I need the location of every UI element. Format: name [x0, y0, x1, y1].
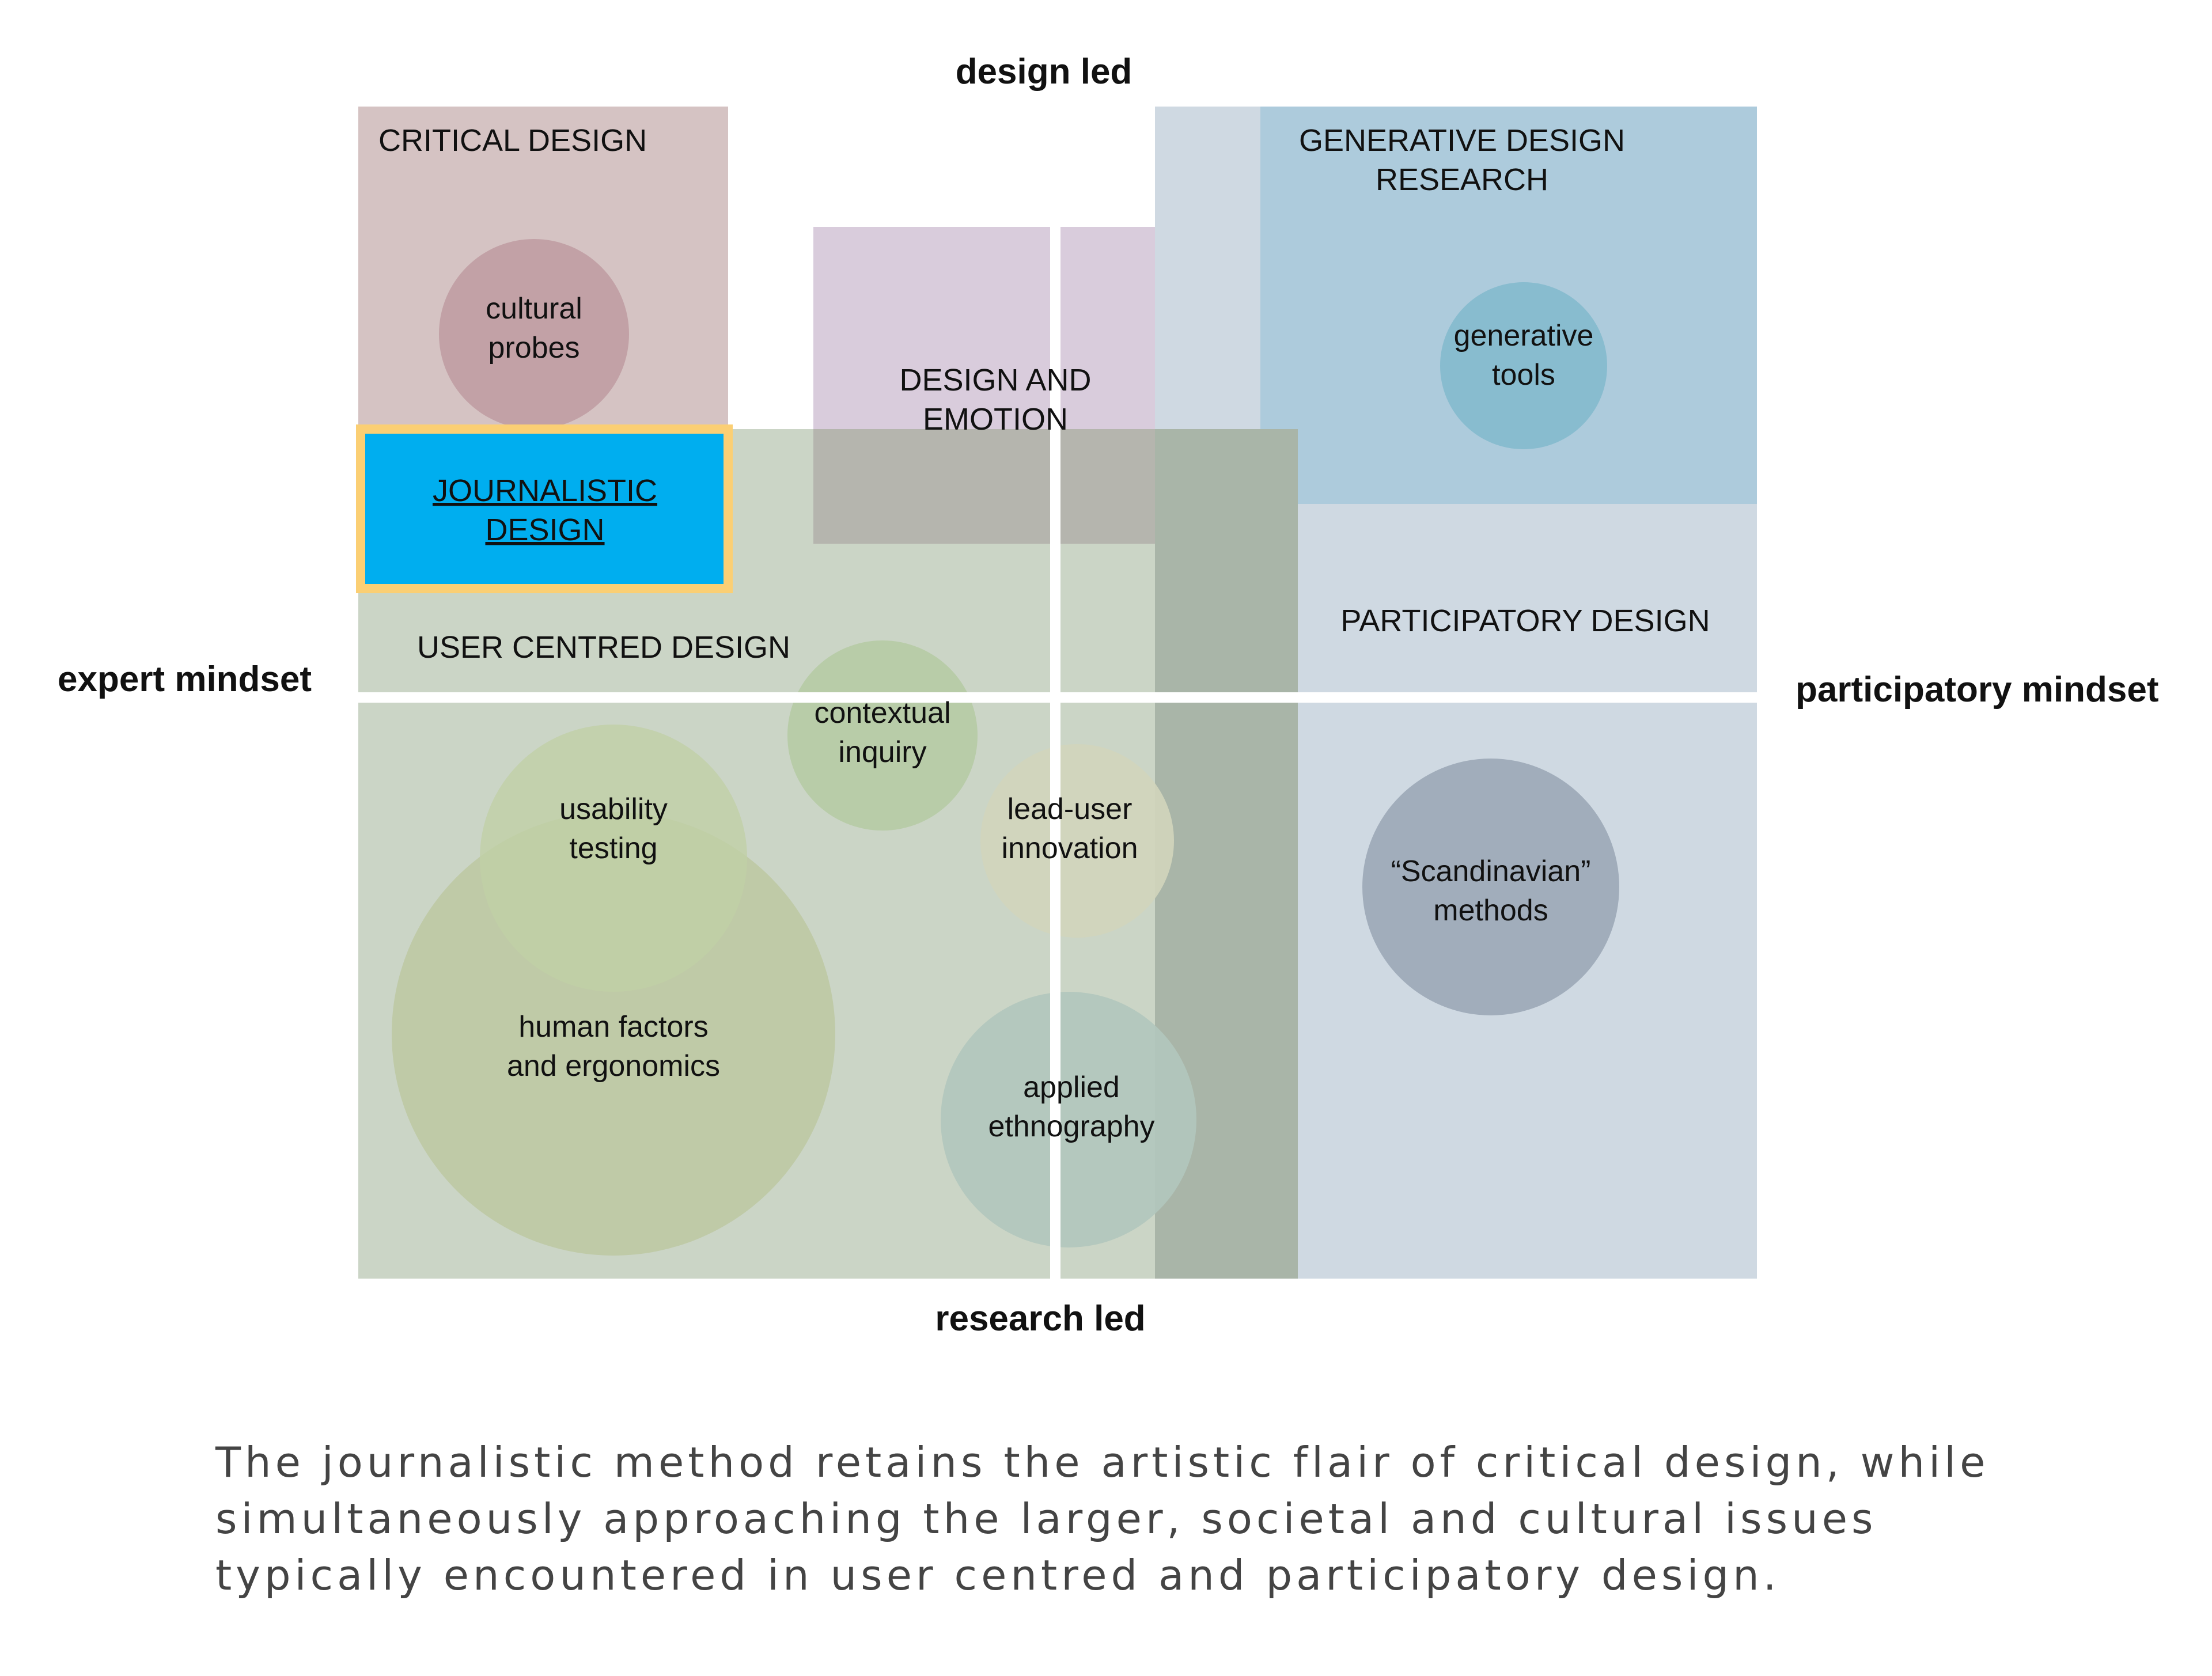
- region-label-journalistic-line-2[interactable]: DESIGN: [485, 513, 604, 547]
- method-scandinavian-methods-circle: [1362, 759, 1619, 1015]
- method-label-contextual-inquiry-2: inquiry: [838, 735, 926, 769]
- region-label-emotion-line-2: EMOTION: [923, 402, 1068, 437]
- method-label-applied-ethnography-2: ethnography: [988, 1110, 1154, 1143]
- method-label-usability-testing-1: usability: [559, 793, 668, 826]
- method-label-scandinavian-1: “Scandinavian”: [1391, 855, 1591, 888]
- region-label-participatory-design: PARTICIPATORY DESIGN: [1340, 604, 1710, 638]
- method-label-cultural-probes-2: probes: [488, 331, 580, 365]
- region-label-critical-design: CRITICAL DESIGN: [378, 123, 647, 158]
- method-label-human-factors-2: and ergonomics: [507, 1049, 720, 1083]
- figure-caption: The journalistic method retains the arti…: [215, 1438, 1990, 1599]
- region-emotion-ucd-overlap: [813, 429, 1156, 544]
- method-label-generative-tools-2: tools: [1492, 358, 1555, 392]
- axis-label-left: expert mindset: [58, 659, 312, 699]
- method-label-lead-user-2: innovation: [1001, 832, 1138, 865]
- axis-label-top: design led: [956, 52, 1132, 92]
- axis-label-right: participatory mindset: [1796, 670, 2158, 710]
- method-generative-tools-circle: [1440, 282, 1607, 449]
- method-label-usability-testing-2: testing: [569, 832, 657, 865]
- region-label-journalistic-line-1[interactable]: JOURNALISTIC: [433, 473, 657, 508]
- region-label-generative-line-2: RESEARCH: [1376, 162, 1548, 197]
- region-label-user-centred-design: USER CENTRED DESIGN: [417, 630, 790, 665]
- axis-vertical-divider: [1050, 225, 1060, 1284]
- region-label-generative-line-1: GENERATIVE DESIGN: [1299, 123, 1625, 158]
- region-label-emotion-line-1: DESIGN AND: [899, 363, 1091, 397]
- method-label-cultural-probes-1: cultural: [486, 292, 582, 325]
- method-label-human-factors-1: human factors: [518, 1010, 709, 1044]
- method-label-generative-tools-1: generative: [1454, 319, 1594, 352]
- region-journalistic-design[interactable]: [356, 424, 733, 593]
- method-lead-user-innovation-circle: [980, 744, 1174, 938]
- method-label-applied-ethnography-1: applied: [1023, 1071, 1120, 1104]
- method-usability-testing-circle: [480, 725, 747, 992]
- method-label-contextual-inquiry-1: contextual: [814, 696, 950, 730]
- axis-horizontal-divider: [354, 692, 1760, 703]
- method-cultural-probes-circle: [439, 239, 629, 429]
- method-label-lead-user-1: lead-user: [1007, 793, 1132, 826]
- axis-label-bottom: research led: [935, 1299, 1145, 1338]
- method-contextual-inquiry-circle: [787, 640, 978, 831]
- method-applied-ethnography-circle: [941, 992, 1196, 1247]
- method-label-scandinavian-2: methods: [1433, 894, 1548, 927]
